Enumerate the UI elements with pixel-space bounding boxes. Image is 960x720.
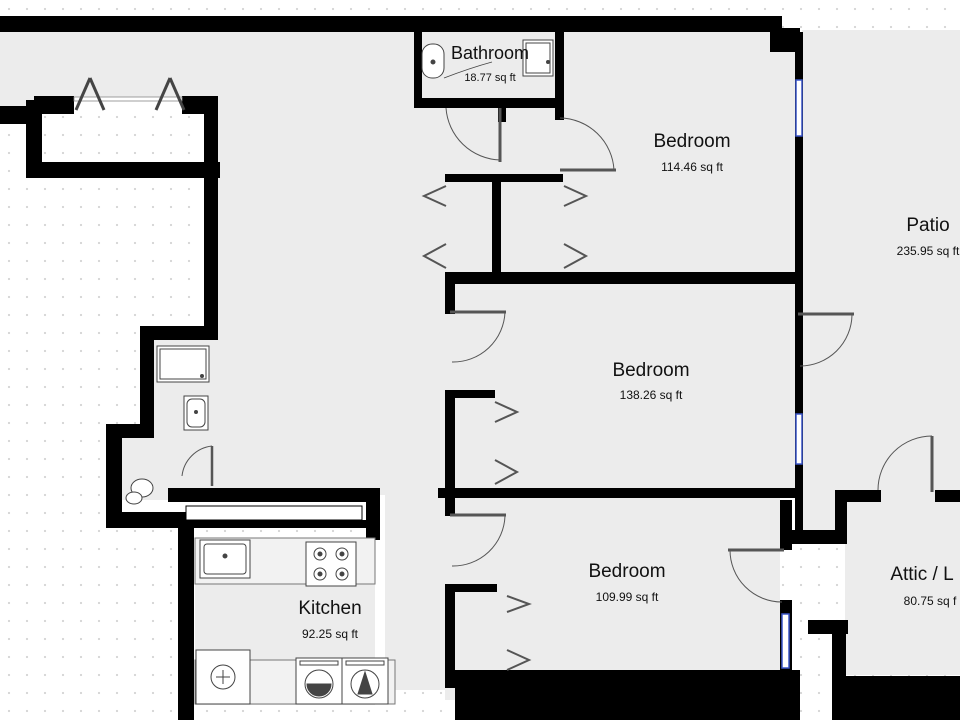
windows [73, 79, 803, 669]
wall-closet-top [445, 174, 563, 182]
room-area: 235.95 sq ft [896, 244, 960, 258]
door-swing-icon [877, 435, 934, 492]
window-bedroom-1 [795, 79, 803, 137]
room-name: Patio [906, 215, 950, 236]
washer-icon [341, 657, 389, 705]
wall-balcony-bottom [26, 162, 220, 178]
room-area: 138.26 sq ft [619, 388, 683, 402]
stove-icon [305, 541, 357, 587]
wall-attic-link [792, 530, 847, 544]
wall-attic-bottom [832, 676, 960, 720]
room-area: 92.25 sq ft [301, 627, 359, 641]
wall-balcony-top-right [182, 96, 218, 114]
closet-door-icon [563, 243, 589, 269]
boiler-icon [195, 649, 251, 705]
room-name: Kitchen [298, 598, 362, 619]
wall-bed3-right [780, 500, 792, 550]
wall-bottom-step [455, 686, 800, 720]
sink-icon [199, 539, 251, 579]
closet-door-icon [494, 401, 520, 423]
toilet-icon [125, 478, 154, 505]
room-name: Bedroom [653, 131, 731, 152]
walls [0, 16, 960, 720]
door-swing-icon [74, 77, 186, 111]
wall-balcony-left [26, 100, 42, 176]
wall-bed3-bottom [445, 670, 800, 688]
floor-hall [0, 30, 795, 700]
room-area: 18.77 sq ft [464, 72, 516, 84]
closet-door-icon [421, 185, 447, 207]
door-swing-icon [445, 107, 502, 162]
wall-bed2-left [445, 390, 455, 500]
closet-door-icon [506, 595, 532, 613]
wall-bath-left [414, 30, 422, 104]
closet-door-icon [421, 243, 447, 269]
wall-bed2-closet [445, 390, 495, 398]
wall-bed3-closet [445, 584, 497, 592]
door-swing-icon [181, 445, 214, 486]
wall-attic-left [835, 490, 847, 534]
wall-bed1-left [498, 100, 506, 122]
door-swing-icon [728, 548, 784, 603]
room-area: 109.99 sq ft [595, 590, 659, 604]
shower-icon [156, 345, 210, 383]
wall-wc-bottom [106, 512, 186, 528]
wall-bed2-bottom [438, 488, 798, 498]
wall-bed2-left-top [445, 272, 455, 314]
wall-left-low [106, 424, 122, 528]
wall-kitchen-left [178, 520, 194, 720]
closet-door-icon [506, 649, 532, 671]
room-name: Attic / L [890, 564, 954, 585]
wall-bed3-left-low [445, 584, 455, 674]
room-name: Bedroom [612, 360, 690, 381]
room-name: Bedroom [588, 561, 666, 582]
closet-door-icon [494, 459, 520, 485]
shower-icon [522, 39, 554, 77]
floor-patio [802, 30, 960, 530]
wall-bath-bottom [414, 98, 564, 108]
floor-bedroom-2 [455, 283, 795, 488]
window-balcony [73, 96, 183, 102]
room-name: Bathroom [450, 43, 530, 63]
doors [74, 77, 934, 603]
wall-bath-right [555, 30, 564, 120]
wall-kitchen-counter-top [178, 520, 378, 528]
wall-left-mid [204, 112, 218, 334]
closet-doors [421, 185, 589, 671]
wall-bed2-top [445, 272, 797, 284]
wall-right-upper [795, 32, 803, 532]
room-area: 80.75 sq f [903, 594, 957, 608]
window-bedroom-2 [795, 413, 803, 465]
closet-door-icon [563, 185, 589, 207]
room-area: 114.46 sq ft [661, 160, 723, 174]
wall-kitchen-top [168, 488, 380, 502]
fixtures [125, 39, 554, 705]
sink-icon [183, 395, 209, 431]
wall-kitchen-top-right [366, 488, 380, 540]
wall-closet-divider [492, 174, 501, 276]
floor-bedroom-3 [455, 497, 780, 672]
door-swing-icon [450, 513, 506, 567]
door-swing-icon [798, 312, 854, 367]
door-swing-icon [559, 117, 616, 172]
wall-left-step [140, 326, 218, 340]
wall-bed3-left [445, 488, 455, 516]
wall-balcony-top [34, 96, 74, 114]
door-swing-icon [450, 310, 506, 363]
window-kitchen [185, 505, 363, 521]
wall-attic-top-right [935, 490, 960, 502]
sink-icon [421, 43, 445, 79]
wall-left-step-v [140, 326, 154, 436]
window-bedroom-3 [781, 613, 790, 669]
washer-icon [295, 657, 343, 705]
floor-attic [845, 500, 960, 675]
wall-top [0, 16, 782, 32]
